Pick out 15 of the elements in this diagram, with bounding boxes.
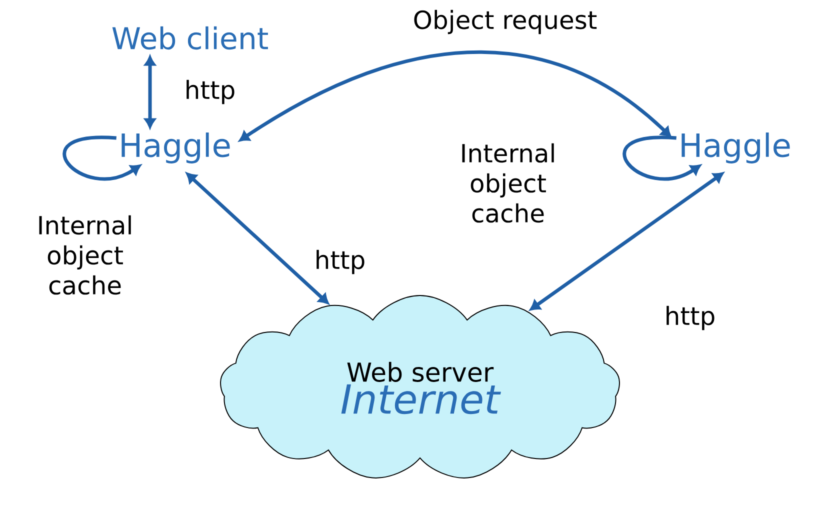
edge-label: Internal object cache (442, 142, 574, 224)
node-label: Haggle (122, 132, 230, 164)
arrow (239, 50, 672, 142)
edge-label: http (663, 304, 717, 332)
node-label: Web client (112, 26, 268, 50)
edge-label: Object request (412, 8, 598, 36)
arrow (530, 172, 724, 310)
edge-label: Internal object cache (19, 214, 151, 296)
arrow (186, 172, 329, 304)
node-label: Haggle (682, 132, 790, 164)
edge-label: http (313, 248, 367, 276)
edge-label: http (183, 78, 237, 106)
arrow (144, 56, 156, 128)
arrow (63, 136, 141, 181)
arrow (623, 136, 701, 181)
